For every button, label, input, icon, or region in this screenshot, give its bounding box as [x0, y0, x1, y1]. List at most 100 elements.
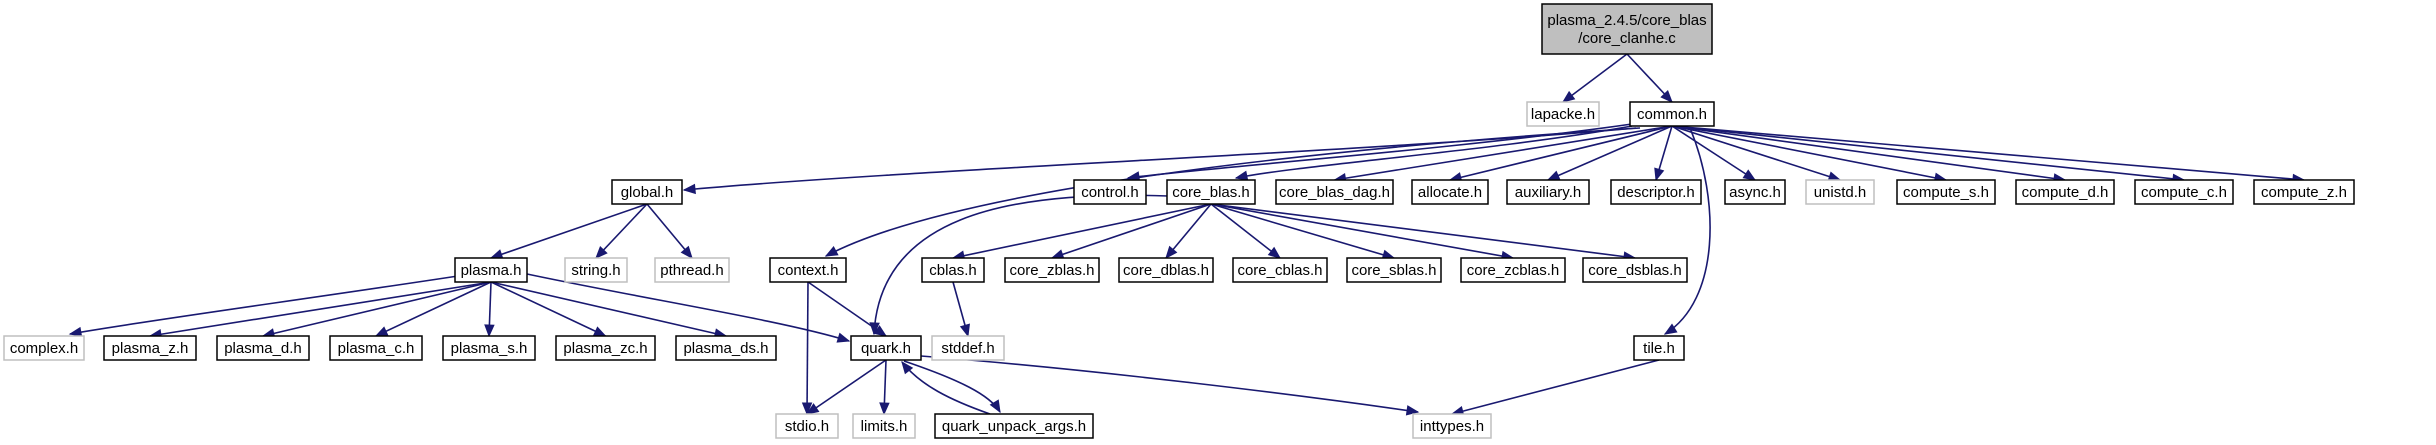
edge-line — [1210, 203, 1514, 259]
node-compute-c[interactable]: compute_c.h — [2134, 179, 2234, 205]
edge-quark-to-stdio — [805, 359, 887, 415]
node-label: unistd.h — [1814, 184, 1867, 201]
node-plasma-zc[interactable]: plasma_zc.h — [555, 335, 656, 361]
node-string: string.h — [564, 257, 628, 283]
node-plasma-z[interactable]: plasma_z.h — [103, 335, 197, 361]
edge-line — [1051, 203, 1212, 259]
edge-line — [901, 361, 991, 415]
edge-global-to-plasma — [489, 203, 648, 260]
node-core-zcblas[interactable]: core_zcblas.h — [1460, 257, 1566, 283]
node-label: core_blas.h — [1172, 184, 1250, 201]
node-root[interactable]: plasma_2.4.5/core_blas/core_clanhe.c — [1541, 3, 1713, 55]
edge-root-to-common — [1626, 53, 1673, 103]
node-label: lapacke.h — [1531, 106, 1595, 123]
node-plasma-s[interactable]: plasma_s.h — [442, 335, 536, 361]
edge-line — [490, 281, 727, 337]
node-box — [3, 335, 85, 361]
edge-line — [903, 360, 1001, 413]
node-auxiliary[interactable]: auxiliary.h — [1506, 179, 1590, 205]
node-async[interactable]: async.h — [1724, 179, 1786, 205]
arrowhead-icon — [680, 245, 693, 260]
node-box — [1073, 179, 1147, 205]
edge-line — [1664, 127, 1711, 335]
edge-line — [1334, 125, 1673, 181]
node-label: plasma_d.h — [224, 340, 302, 357]
node-control[interactable]: control.h — [1073, 179, 1147, 205]
node-plasma-d[interactable]: plasma_d.h — [216, 335, 310, 361]
node-compute-s[interactable]: compute_s.h — [1896, 179, 1996, 205]
node-core-dblas[interactable]: core_dblas.h — [1118, 257, 1214, 283]
node-box — [1541, 3, 1713, 55]
node-box — [1629, 101, 1715, 127]
arrowhead-icon — [801, 402, 813, 416]
node-label: plasma_c.h — [338, 340, 415, 357]
edge-tile-to-inttypes — [1450, 359, 1660, 417]
edge-plasma-to-complex — [68, 275, 459, 338]
node-box — [1506, 179, 1590, 205]
node-cblas[interactable]: cblas.h — [921, 257, 985, 283]
node-label: plasma_ds.h — [683, 340, 768, 357]
edge-line — [1562, 53, 1628, 103]
edge-cblas-to-stddef — [952, 281, 970, 338]
node-core-zblas[interactable]: core_zblas.h — [1004, 257, 1100, 283]
edge-line — [375, 281, 492, 337]
edge-line — [526, 273, 850, 342]
node-box — [1275, 179, 1394, 205]
node-box — [850, 335, 922, 361]
node-context[interactable]: context.h — [769, 257, 847, 283]
node-box — [611, 179, 683, 205]
node-box — [454, 257, 528, 283]
edge-global-to-pthread — [646, 203, 693, 260]
edge-line — [149, 281, 492, 337]
arrowhead-icon — [1405, 405, 1420, 416]
edge-context-to-quark — [807, 281, 888, 337]
node-box — [921, 257, 985, 283]
arrowhead-icon — [1742, 169, 1757, 181]
node-box — [852, 413, 916, 439]
edge-line — [920, 355, 1419, 413]
node-box — [329, 335, 423, 361]
node-box — [555, 335, 656, 361]
node-lapacke: lapacke.h — [1526, 101, 1600, 127]
node-descriptor[interactable]: descriptor.h — [1610, 179, 1702, 205]
node-core-sblas[interactable]: core_sblas.h — [1346, 257, 1442, 283]
node-compute-d[interactable]: compute_d.h — [2015, 179, 2115, 205]
node-plasma-ds[interactable]: plasma_ds.h — [675, 335, 777, 361]
node-core-cblas[interactable]: core_cblas.h — [1232, 257, 1328, 283]
edge-global-to-string — [595, 203, 648, 259]
node-plasma[interactable]: plasma.h — [454, 257, 528, 283]
node-plasma-c[interactable]: plasma_c.h — [329, 335, 423, 361]
edge-line — [1547, 125, 1673, 181]
arrowhead-icon — [1234, 170, 1249, 181]
node-tile[interactable]: tile.h — [1633, 335, 1685, 361]
node-label: compute_c.h — [2141, 184, 2227, 201]
arrowhead-icon — [824, 245, 839, 257]
arrowhead-icon — [484, 324, 495, 338]
node-label: core_sblas.h — [1351, 262, 1436, 279]
edge-line — [69, 275, 459, 335]
edge-common-to-context — [824, 127, 1641, 257]
edge-common-to-compute_s — [1671, 125, 1948, 183]
node-allocate[interactable]: allocate.h — [1411, 179, 1489, 205]
node-label: /core_clanhe.c — [1578, 30, 1676, 47]
edge-root-to-lapacke — [1561, 53, 1628, 103]
node-global[interactable]: global.h — [611, 179, 683, 205]
arrowhead-icon — [1654, 167, 1665, 182]
node-box — [934, 413, 1094, 439]
edge-common-to-async — [1671, 125, 1757, 181]
node-core-blas[interactable]: core_blas.h — [1166, 179, 1256, 205]
node-common[interactable]: common.h — [1629, 101, 1715, 127]
edge-common-to-global — [682, 127, 1637, 195]
arrowhead-icon — [682, 183, 696, 195]
node-quark-unpack-args[interactable]: quark_unpack_args.h — [934, 413, 1094, 439]
node-core-dsblas[interactable]: core_dsblas.h — [1582, 257, 1688, 283]
node-core-blas-dag[interactable]: core_blas_dag.h — [1275, 179, 1394, 205]
node-quark[interactable]: quark.h — [850, 335, 922, 361]
edge-line — [262, 281, 492, 337]
edge-line — [806, 281, 809, 415]
edge-common-to-compute_z — [1671, 125, 2306, 185]
edge-plasma-to-plasma_d — [261, 281, 492, 339]
node-complex: complex.h — [3, 335, 85, 361]
arrowhead-icon — [1561, 90, 1576, 103]
node-compute-z[interactable]: compute_z.h — [2253, 179, 2355, 205]
